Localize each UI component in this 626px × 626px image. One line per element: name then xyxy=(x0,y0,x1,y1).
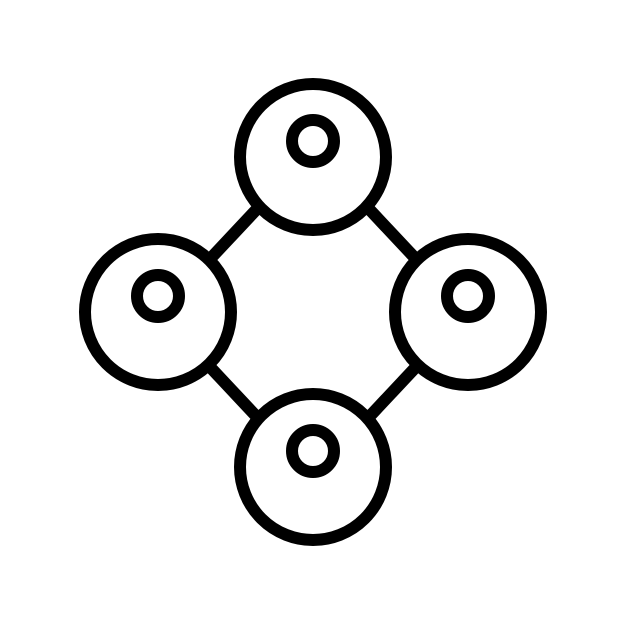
node-left-center xyxy=(131,269,185,323)
link-top-left xyxy=(206,205,261,263)
node-right-center xyxy=(441,269,495,323)
link-bottom-right xyxy=(365,363,420,421)
link-bottom-left xyxy=(206,363,261,421)
node-bottom-center xyxy=(286,424,340,478)
node-top-center xyxy=(286,114,340,168)
link-top-right xyxy=(365,205,420,263)
